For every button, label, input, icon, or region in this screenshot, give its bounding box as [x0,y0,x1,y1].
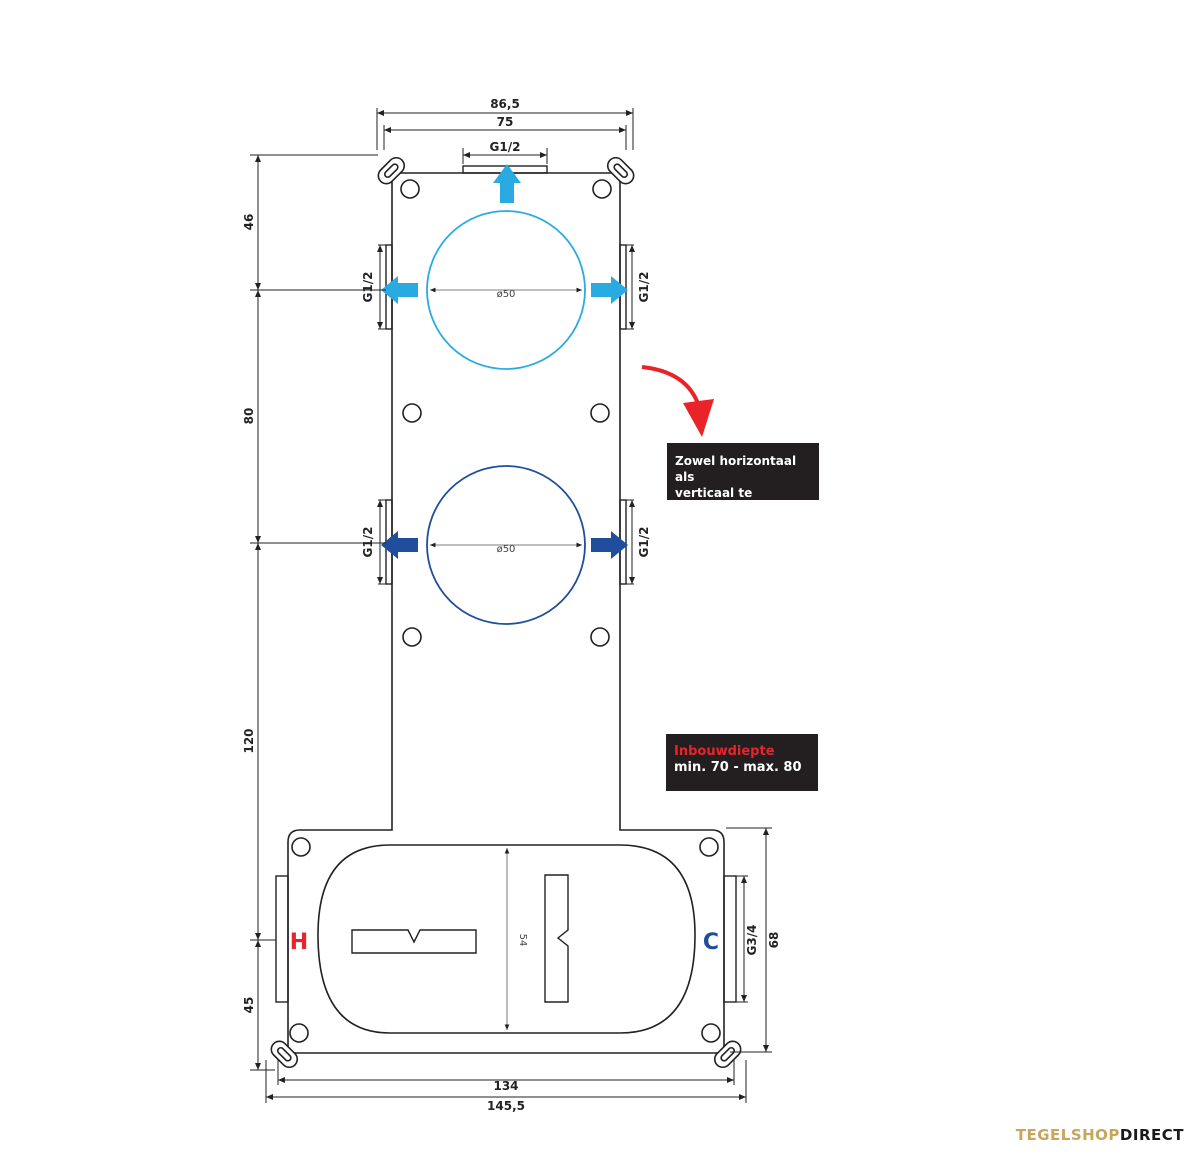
valve-body-outline [317,844,696,1034]
top-dimensions [376,108,634,164]
brand-part1: TEGELSHOP [1015,1126,1120,1144]
bottom-dimensions [265,1060,747,1103]
right-arrow-icon [591,276,628,304]
left-dim-120: 120 [242,728,256,753]
lower-circle-diameter: ø50 [497,544,516,555]
orientation-note: Zowel horizontaal als verticaal te plaat… [667,443,819,516]
top-inner-dim: 75 [497,115,514,129]
right-port-dim: G3/4 [745,925,759,956]
left-arrow-dark-icon [381,531,418,559]
depth-note: Inbouwdiepte min. 70 - max. 80 [666,734,818,791]
left-dim-45: 45 [242,997,256,1014]
left-dim-80: 80 [242,408,256,425]
port-upper-left-dim: G1/2 [361,272,375,303]
upper-circle [426,210,586,370]
corner-tabs [270,156,742,1069]
depth-note-title: Inbouwdiepte [674,744,775,759]
cold-label: C [703,930,719,955]
bottom-inner-dim: 134 [493,1079,518,1093]
body-height-dim: 54 [517,934,528,947]
top-connection-dim: G1/2 [490,140,521,154]
left-dimensions [250,154,635,1071]
rotate-arrow-icon [641,365,714,437]
right-arrow-dark-icon [591,531,628,559]
right-height-dim: 68 [767,932,781,949]
port-lower-left-dim: G1/2 [361,527,375,558]
left-dim-46: 46 [242,214,256,231]
depth-note-value: min. 70 - max. 80 [674,760,802,775]
port-lower-right-dim: G1/2 [637,527,651,558]
brand-part2: DIRECT [1119,1126,1184,1144]
up-arrow-icon [493,164,521,203]
orientation-note-line2: verticaal te plaatsen. [675,486,753,516]
upper-circle-diameter: ø50 [497,289,516,300]
orientation-note-line1: Zowel horizontaal als [675,454,797,484]
bottom-outer-dim: 145,5 [487,1099,525,1113]
left-arrow-icon [381,276,418,304]
port-upper-right-dim: G1/2 [637,272,651,303]
right-dimensions [726,827,772,1053]
flow-arrows [381,164,628,559]
mounting-plate [287,172,725,1054]
brand-logo: TEGELSHOPDIRECT [1016,1126,1184,1144]
hot-label: H [290,930,308,955]
valve-internals [351,874,569,1003]
top-outer-dim: 86,5 [490,97,520,111]
lower-circle [426,465,586,625]
